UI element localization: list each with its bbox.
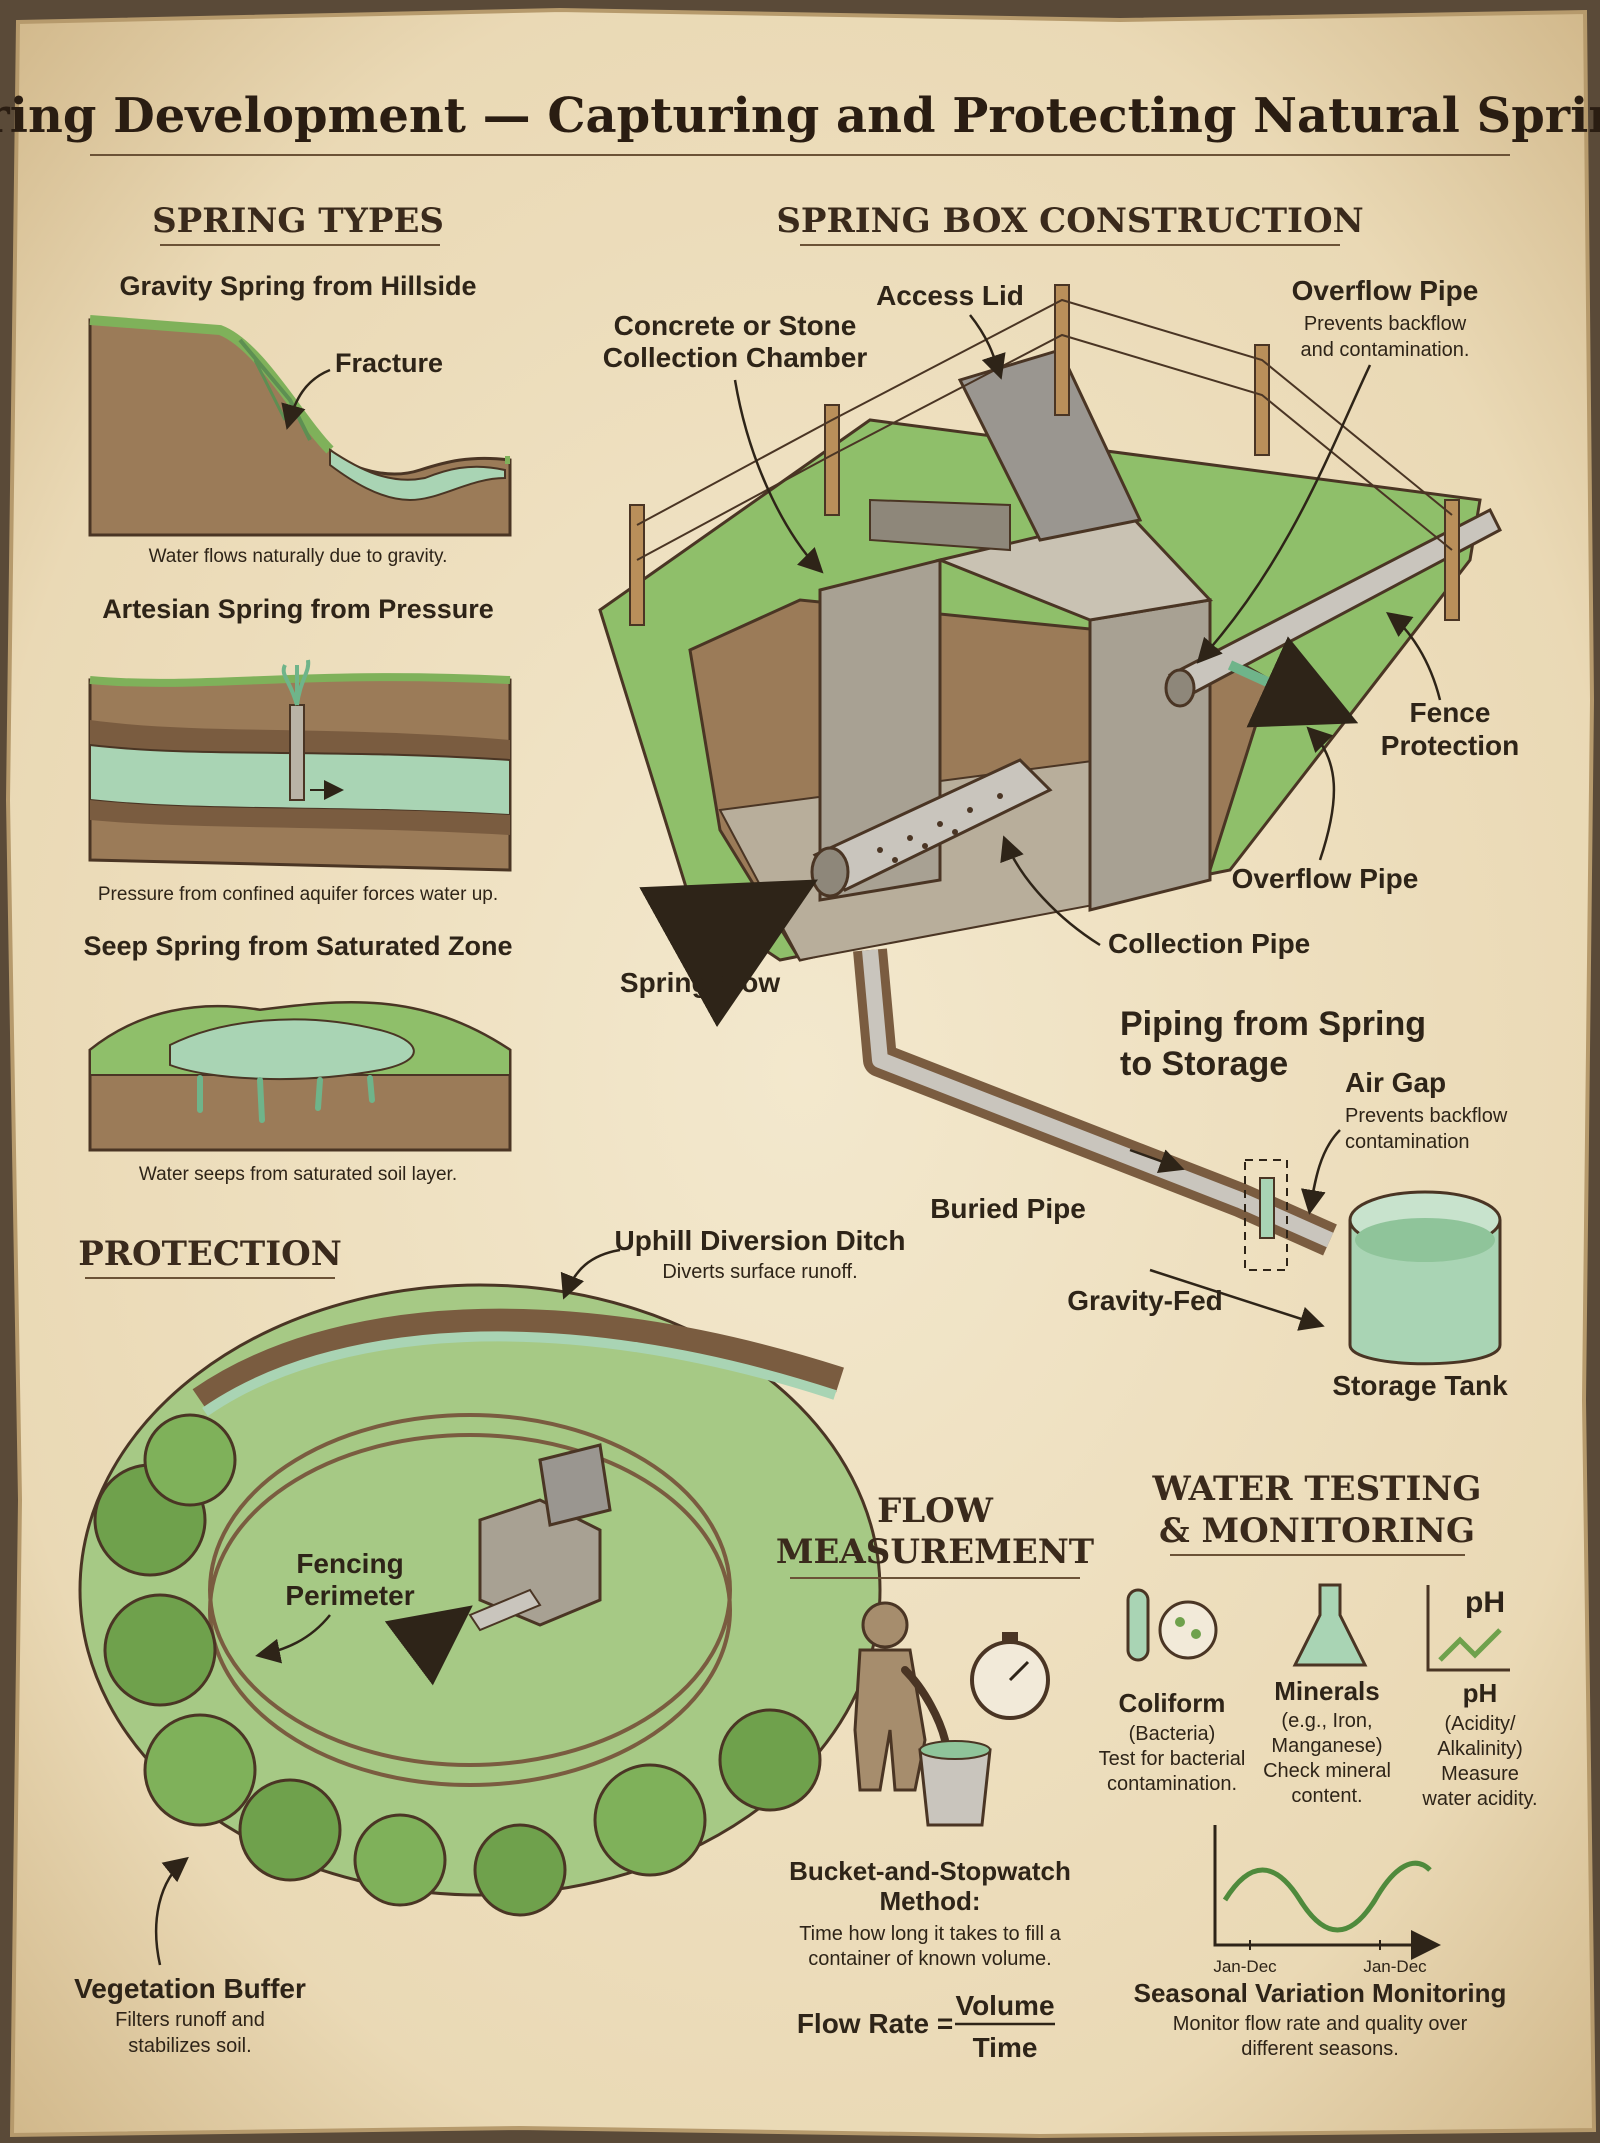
access-lid-label: Access Lid	[876, 280, 1024, 311]
artesian-spring-illustration	[88, 659, 512, 872]
ditch-label: Uphill Diversion Ditch	[615, 1225, 906, 1256]
flow-desc-line1: Time how long it takes to fill a	[799, 1923, 1061, 1945]
minerals-line3: Manganese)	[1271, 1735, 1382, 1757]
spring-flow-label: Spring Flow	[620, 967, 780, 998]
seep-title: Seep Spring from Saturated Zone	[83, 931, 512, 961]
ph-line1: pH	[1463, 1678, 1498, 1708]
overflow-bottom-label: Overflow Pipe	[1232, 863, 1419, 894]
fence-label-line1: Fence	[1410, 697, 1491, 728]
fracture-arrow	[281, 368, 331, 430]
spring-types-heading: SPRING TYPES	[152, 201, 444, 241]
overflow-top-arrow	[1196, 364, 1372, 664]
seasonal-graph	[1213, 1825, 1441, 1960]
seasonal-axis-left: Jan-Dec	[1213, 1957, 1277, 1976]
flow-formula-numerator: Volume	[955, 1990, 1054, 2021]
testing-heading-line2: & MONITORING	[1159, 1511, 1475, 1551]
overflow-note-line1: Prevents backflow	[1304, 313, 1467, 335]
air-gap-arrow	[1300, 1129, 1341, 1215]
protection-illustration	[78, 1283, 882, 1917]
ph-line2: (Acidity/	[1444, 1713, 1516, 1735]
flow-heading-line1: FLOW	[877, 1491, 994, 1531]
fence-label-line2: Protection	[1381, 730, 1519, 761]
air-gap-note-line2: contamination	[1345, 1131, 1470, 1153]
flow-formula-denominator: Time	[973, 2032, 1038, 2063]
coliform-line1: Coliform	[1119, 1688, 1226, 1718]
fence-arrow	[1386, 611, 1442, 701]
fencing-arrow	[255, 1614, 331, 1664]
piping-heading-line2: to Storage	[1120, 1045, 1288, 1083]
ditch-arrow	[560, 1248, 621, 1300]
vegetation-note-line2: stabilizes soil.	[128, 2035, 251, 2057]
vegetation-note-line1: Filters runoff and	[115, 2009, 265, 2031]
piping-heading-line1: Piping from Spring	[1120, 1005, 1426, 1043]
ph-icon-label: pH	[1465, 1586, 1505, 1619]
flow-desc-line2: container of known volume.	[808, 1948, 1051, 1970]
gravity-caption: Water flows naturally due to gravity.	[149, 546, 448, 567]
testing-heading-line1: WATER TESTING	[1152, 1469, 1482, 1509]
coliform-line4: contamination.	[1107, 1773, 1237, 1795]
flask-icon	[1292, 1583, 1368, 1667]
ditch-note: Diverts surface runoff.	[662, 1261, 857, 1283]
collection-pipe-label: Collection Pipe	[1108, 928, 1310, 959]
seep-caption: Water seeps from saturated soil layer.	[139, 1164, 457, 1185]
seasonal-note-line2: different seasons.	[1241, 2038, 1399, 2060]
bucket-stopwatch-illustration	[853, 1601, 1050, 1827]
overflow-note-line2: and contamination.	[1300, 339, 1469, 361]
chamber-label-line1: Concrete or Stone	[614, 310, 857, 341]
fencing-label-line1: Fencing	[296, 1548, 403, 1579]
air-gap-label: Air Gap	[1345, 1067, 1446, 1098]
minerals-line1: Minerals	[1274, 1676, 1380, 1706]
seep-spring-illustration	[88, 1000, 512, 1152]
artesian-title: Artesian Spring from Pressure	[102, 594, 494, 624]
vegetation-arrow	[154, 1856, 189, 1966]
access-lid-arrow	[969, 314, 1006, 380]
seasonal-axis-right: Jan-Dec	[1363, 1957, 1427, 1976]
minerals-line5: content.	[1291, 1785, 1362, 1807]
vegetation-label: Vegetation Buffer	[74, 1973, 306, 2004]
flow-method-line2: Method:	[879, 1886, 980, 1916]
collection-pipe-arrow	[1000, 835, 1101, 947]
minerals-line4: Check mineral	[1263, 1760, 1391, 1782]
fracture-label: Fracture	[335, 348, 443, 378]
page-title: Spring Development — Capturing and Prote…	[0, 88, 1600, 144]
coliform-line3: Test for bacterial	[1099, 1748, 1246, 1770]
ph-line4: Measure	[1441, 1763, 1519, 1785]
storage-tank-label: Storage Tank	[1332, 1370, 1508, 1401]
protection-heading: PROTECTION	[78, 1234, 342, 1274]
piping-illustration	[853, 948, 1502, 1366]
artesian-caption: Pressure from confined aquifer forces wa…	[98, 884, 498, 905]
ph-line5: water acidity.	[1421, 1788, 1537, 1810]
flow-formula-left: Flow Rate =	[797, 2008, 953, 2039]
buried-pipe-label: Buried Pipe	[930, 1193, 1086, 1224]
chamber-arrow	[733, 379, 824, 574]
spring-box-heading: SPRING BOX CONSTRUCTION	[776, 201, 1363, 241]
gravity-fed-label: Gravity-Fed	[1067, 1285, 1223, 1316]
gravity-title: Gravity Spring from Hillside	[119, 271, 476, 301]
chamber-label-line2: Collection Chamber	[603, 342, 868, 373]
seasonal-title: Seasonal Variation Monitoring	[1134, 1978, 1507, 2008]
air-gap-note-line1: Prevents backflow	[1345, 1105, 1508, 1127]
ph-line3: Alkalinity)	[1437, 1738, 1523, 1760]
test-tube-icon	[1126, 1588, 1218, 1662]
fencing-label-line2: Perimeter	[285, 1580, 414, 1611]
seasonal-note-line1: Monitor flow rate and quality over	[1173, 2013, 1468, 2035]
minerals-line2: (e.g., Iron,	[1281, 1710, 1372, 1732]
overflow-top-label: Overflow Pipe	[1292, 275, 1479, 306]
overflow-bottom-arrow	[1306, 726, 1336, 861]
coliform-line2: (Bacteria)	[1129, 1723, 1216, 1745]
flow-method-line1: Bucket-and-Stopwatch	[789, 1856, 1071, 1886]
ph-meter-icon	[1426, 1585, 1510, 1672]
flow-heading-line2: MEASUREMENT	[776, 1532, 1094, 1572]
